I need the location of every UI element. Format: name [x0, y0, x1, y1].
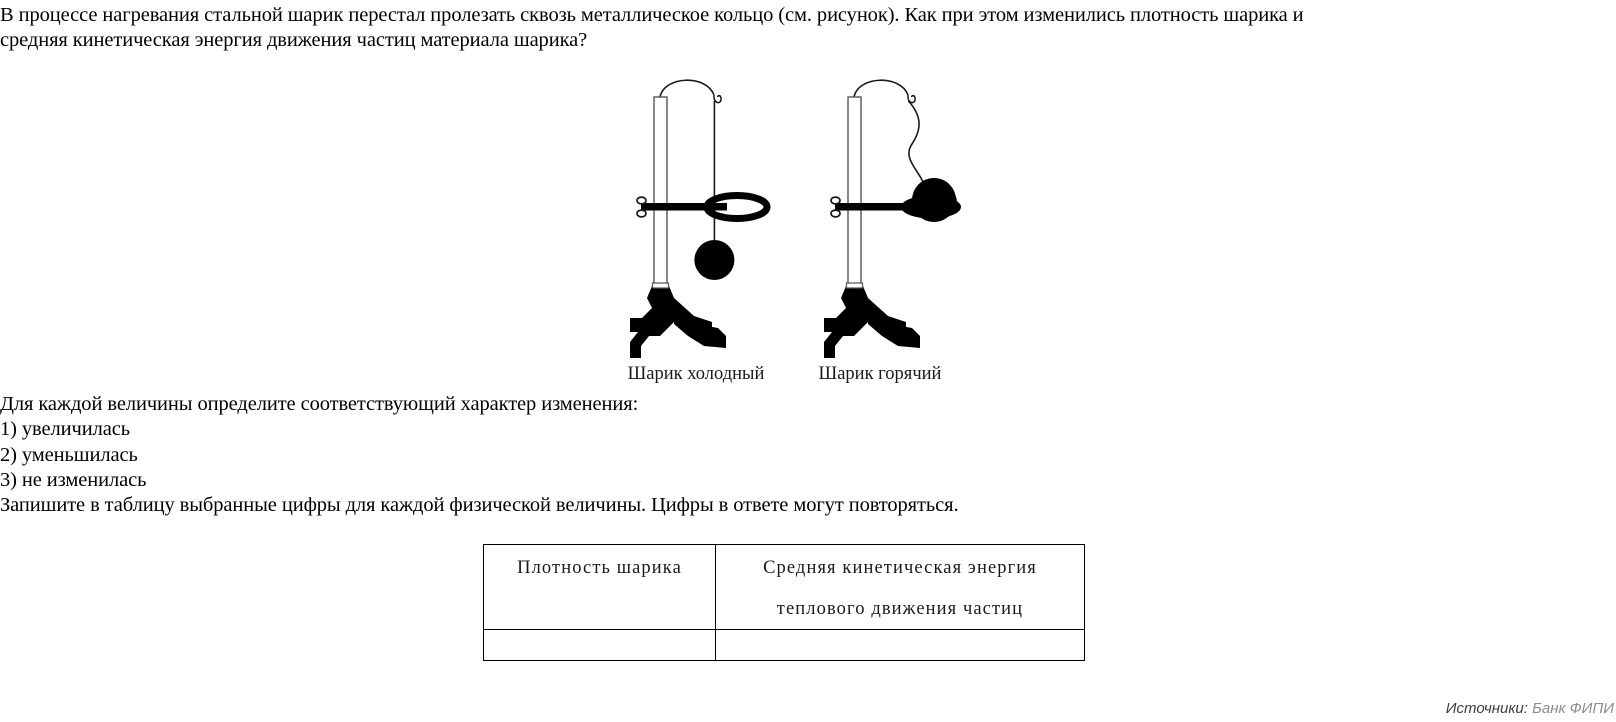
source-attribution: Источники: Банк ФИПИ [1446, 700, 1616, 717]
apparatus-hot-ball [824, 70, 974, 370]
answer-cell-density[interactable] [483, 629, 716, 661]
apparatus-cold-ball [630, 70, 780, 370]
header-energy-label-line2: теплового движения частиц [776, 599, 1024, 619]
stand-rod [653, 96, 668, 288]
question-line-1: В процессе нагревания стальной шарик пер… [0, 4, 1304, 26]
clamp-arm [835, 203, 921, 211]
tripod-base [630, 286, 726, 358]
source-label: Источники: [1445, 700, 1528, 717]
source-value: Банк ФИПИ [1532, 700, 1614, 717]
instruction-outro: Запишите в таблицу выбранные цифры для к… [0, 494, 959, 517]
header-cell-density: Плотность шарика [483, 544, 716, 630]
answer-option-2: 2) уменьшилась [0, 443, 138, 466]
hook-curl [713, 94, 722, 104]
clamp-wing-screw [830, 196, 841, 218]
clamp-arm [641, 203, 727, 211]
rod-collar [651, 282, 670, 289]
thread-arc [853, 79, 909, 98]
answer-option-3: 3) не изменилась [0, 468, 147, 491]
header-density-label: Плотность шарика [517, 558, 682, 578]
clamp-wing-screw [636, 196, 647, 218]
metal-ring-with-hot-ball [901, 178, 961, 222]
caption-hot-ball: Шарик горячий [818, 364, 942, 384]
thread-arc [659, 79, 715, 98]
header-energy-label-line1: Средняя кинетическая энергия [763, 558, 1037, 578]
question-prompt: В процессе нагревания стальной шарик пер… [0, 3, 1616, 53]
question-line-2: средняя кинетическая энергия движения ча… [0, 29, 588, 51]
answer-table: Плотность шарика Средняя кинетическая эн… [483, 544, 1085, 661]
table-answer-row [483, 629, 1085, 661]
steel-ball-cold [694, 240, 735, 280]
answer-option-1: 1) увеличилась [0, 418, 130, 441]
metal-ring [703, 192, 771, 222]
table-header-row: Плотность шарика Средняя кинетическая эн… [483, 544, 1085, 630]
instruction-intro: Для каждой величины определите соответст… [0, 393, 639, 415]
experiment-figure: Шарик холодный Шарик горячий [612, 70, 982, 390]
rod-collar [845, 282, 864, 289]
tripod-base [824, 286, 920, 358]
hot-apparatus-drawing [824, 79, 961, 358]
header-cell-energy: Средняя кинетическая энергия теплового д… [715, 544, 1085, 630]
cold-apparatus-drawing [630, 79, 771, 358]
instructions-block: Для каждой величины определите соответст… [0, 392, 1200, 518]
caption-cold-ball: Шарик холодный [627, 364, 765, 384]
stand-rod [847, 96, 862, 288]
answer-cell-energy[interactable] [715, 629, 1085, 661]
